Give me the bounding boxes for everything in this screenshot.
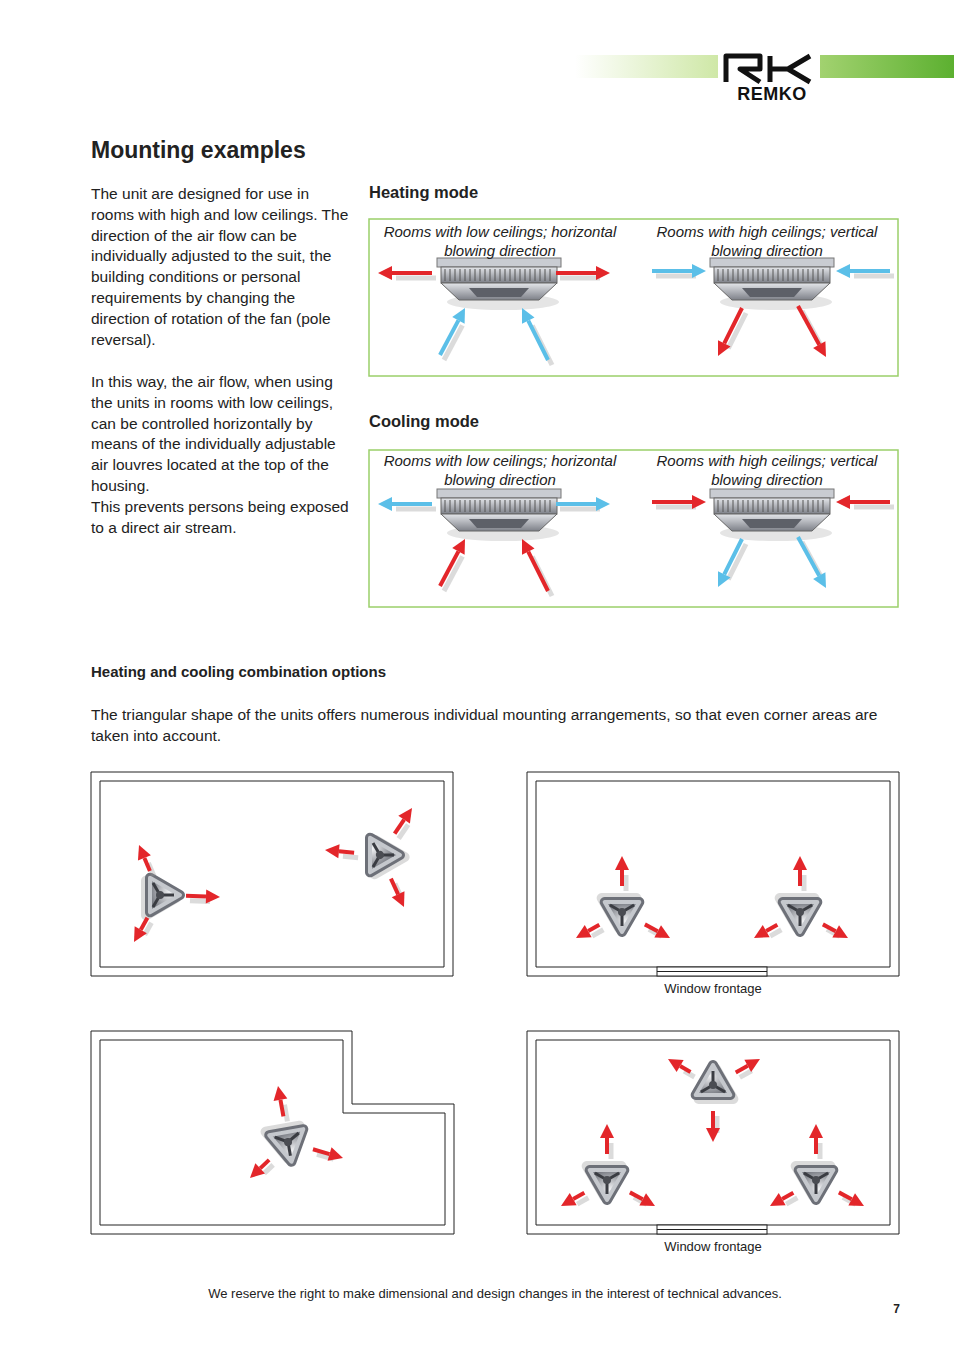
- air-arrow: [770, 1193, 797, 1206]
- air-arrow: [823, 924, 848, 938]
- window-label: Window frontage: [527, 981, 899, 996]
- mode-heading: Cooling mode: [369, 412, 479, 431]
- unit-side-view: [710, 489, 834, 541]
- air-arrow: [718, 308, 746, 356]
- air-arrow: [652, 495, 706, 509]
- logo-text: REMKO: [724, 84, 820, 105]
- unit-top-view: [696, 1065, 734, 1099]
- air-arrow: [378, 497, 436, 511]
- air-arrow: [391, 879, 405, 907]
- body-text: The unit are designed for use in rooms w…: [91, 184, 353, 350]
- air-arrow: [250, 1160, 273, 1178]
- floor-plan-box: Window frontage: [527, 772, 899, 976]
- panel-caption: Rooms with low ceilings; horizontal blow…: [370, 222, 630, 260]
- air-arrow: [645, 924, 670, 938]
- window-glass: [657, 1229, 767, 1230]
- window-opening: [657, 1225, 767, 1234]
- air-arrow: [836, 264, 894, 278]
- air-arrow: [556, 497, 610, 511]
- air-arrow: [325, 844, 358, 858]
- air-arrow: [652, 264, 706, 278]
- window-opening: [657, 967, 767, 976]
- air-arrow: [839, 1192, 864, 1206]
- page-title: Mounting examples: [91, 137, 306, 164]
- window-label: Window frontage: [527, 1239, 899, 1254]
- floor-plan: [527, 772, 899, 976]
- air-arrow: [706, 1111, 720, 1142]
- air-arrow: [754, 925, 781, 938]
- air-arrow: [615, 856, 629, 891]
- air-arrow: [718, 539, 746, 587]
- air-arrow: [395, 808, 412, 839]
- unit-top-view: [602, 898, 640, 932]
- air-arrow: [600, 1124, 614, 1159]
- logo-ground: [718, 48, 820, 106]
- air-arrow: [836, 495, 894, 509]
- unit-top-view: [780, 898, 818, 932]
- air-arrow: [138, 845, 154, 876]
- air-arrow: [668, 1059, 694, 1077]
- logo-mark: [726, 56, 810, 82]
- mode-panel: Cooling modeRooms with low ceilings; hor…: [369, 412, 898, 607]
- air-arrow: [274, 1086, 288, 1121]
- unit-top-view: [796, 1166, 834, 1200]
- air-arrow: [134, 918, 151, 942]
- panel-border: [369, 219, 898, 376]
- unit-side-view: [437, 258, 561, 310]
- footer-note: We reserve the right to make dimensional…: [120, 1286, 870, 1301]
- unit-side-view: [710, 258, 834, 310]
- air-arrow: [313, 1147, 343, 1160]
- air-arrow: [798, 306, 826, 357]
- mode-heading: Heating mode: [369, 183, 478, 202]
- unit-top-view: [587, 1166, 625, 1200]
- air-arrow: [440, 308, 465, 360]
- panel-caption: Rooms with low ceilings; horizontal blow…: [370, 451, 630, 489]
- window-glass: [657, 971, 767, 972]
- page-number: 7: [880, 1302, 900, 1316]
- floor-plan: [91, 1031, 454, 1234]
- air-arrow: [736, 1059, 760, 1077]
- unit-top-view: [266, 1125, 309, 1165]
- panel-border: [369, 450, 898, 607]
- air-arrow: [556, 266, 610, 280]
- air-arrow: [522, 308, 552, 365]
- floor-plan: [527, 1031, 899, 1234]
- air-arrow: [576, 925, 603, 938]
- air-arrow: [440, 539, 465, 591]
- unit-side-view: [437, 489, 561, 541]
- unit-top-view: [355, 828, 405, 876]
- body-text: This prevents persons being exposed to a…: [91, 497, 353, 539]
- air-arrow: [186, 890, 220, 904]
- floor-plan: [91, 772, 453, 976]
- body-text: The triangular shape of the units offers…: [91, 705, 906, 747]
- air-arrow: [798, 537, 826, 588]
- panel-caption: Rooms with high ceilings; vertical blowi…: [637, 451, 897, 489]
- body-text: In this way, the air flow, when using th…: [91, 372, 353, 497]
- air-arrow: [522, 539, 552, 596]
- unit-top-view: [146, 878, 180, 916]
- air-arrow: [809, 1124, 823, 1159]
- mode-panel: Heating modeRooms with low ceilings; hor…: [369, 183, 898, 376]
- air-arrow: [561, 1193, 588, 1206]
- air-arrow: [630, 1192, 655, 1206]
- air-arrow: [793, 856, 807, 891]
- panel-caption: Rooms with high ceilings; vertical blowi…: [637, 222, 897, 260]
- air-arrow: [378, 266, 436, 280]
- floor-plan-box: Window frontage: [527, 1031, 899, 1234]
- section-heading: Heating and cooling combination options: [91, 663, 591, 680]
